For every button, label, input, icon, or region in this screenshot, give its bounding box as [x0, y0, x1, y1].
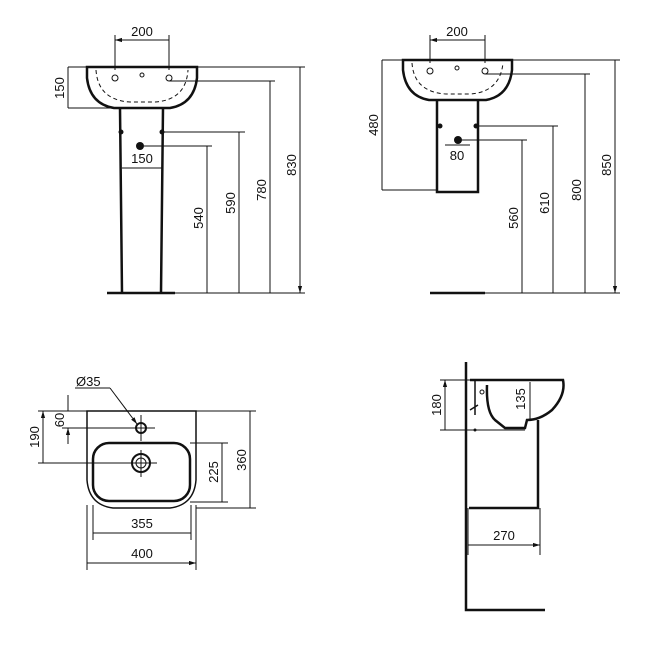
dim-360: 360	[234, 449, 249, 471]
dim-590: 590	[223, 192, 238, 214]
dim-190: 190	[27, 426, 42, 448]
dim-830: 830	[284, 154, 299, 176]
dim-150-height: 150	[52, 77, 67, 99]
dim-540: 540	[191, 207, 206, 229]
dim-610: 610	[537, 192, 552, 214]
front-view-semi-pedestal: 200 480 80 560 610 800 850	[366, 24, 620, 293]
dim-80: 80	[450, 148, 464, 163]
dim-diameter-35: Ø35	[76, 374, 101, 389]
dim-400: 400	[131, 546, 153, 561]
dim-150-width: 150	[131, 151, 153, 166]
dim-850: 850	[599, 154, 614, 176]
dim-200: 200	[446, 24, 468, 39]
dim-355: 355	[131, 516, 153, 531]
pedestal-outline	[118, 107, 165, 294]
dim-200: 200	[131, 24, 153, 39]
dim-180: 180	[429, 394, 444, 416]
dim-780: 780	[254, 179, 269, 201]
top-view: Ø35 60 190 225 360 355 400	[27, 374, 256, 570]
dim-135: 135	[513, 388, 528, 410]
dim-225: 225	[206, 461, 221, 483]
dim-560: 560	[506, 207, 521, 229]
dim-270: 270	[493, 528, 515, 543]
dim-800: 800	[569, 179, 584, 201]
dim-60: 60	[52, 413, 67, 427]
side-view: 180 135 270	[429, 362, 565, 612]
front-view-pedestal: 200 150 150 540 590 780 830	[52, 24, 305, 293]
dim-480: 480	[366, 114, 381, 136]
